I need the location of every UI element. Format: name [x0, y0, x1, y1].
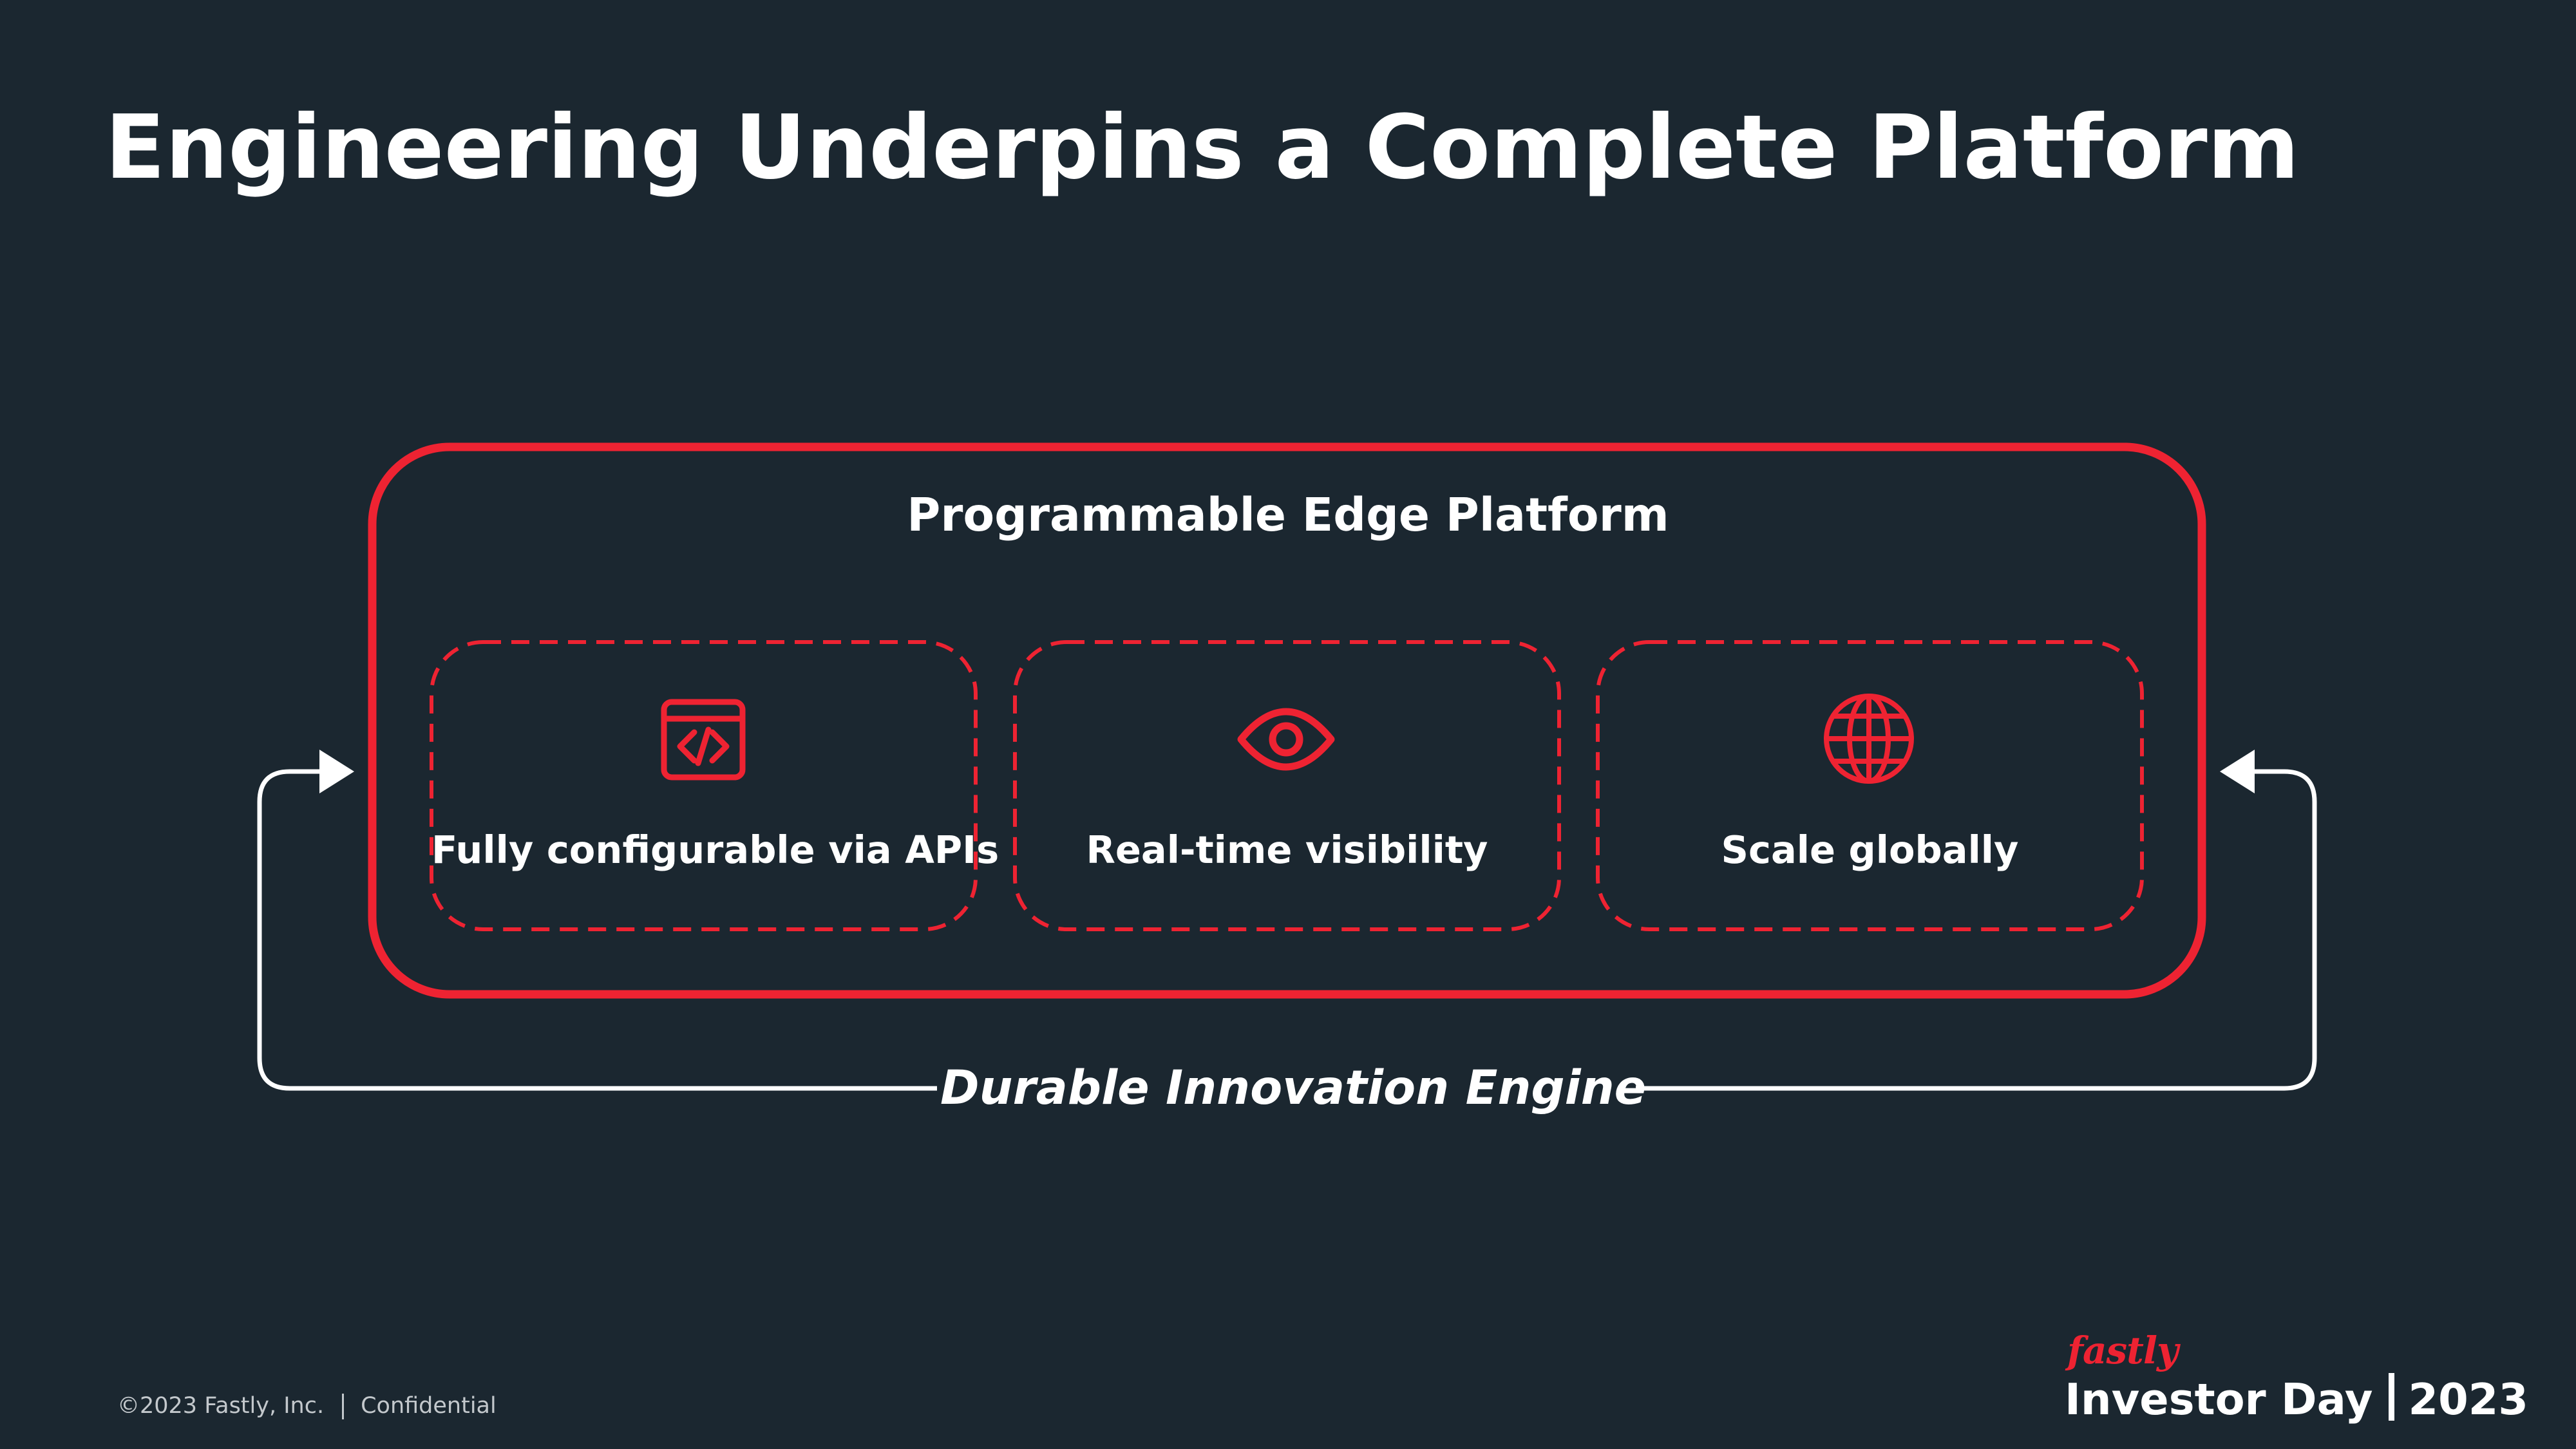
- code-window-icon: [661, 699, 746, 781]
- slide-title: Engineering Underpins a Complete Platfor…: [105, 97, 2300, 199]
- event-divider: [2388, 1373, 2394, 1421]
- card-box-visibility: [1013, 640, 1561, 931]
- footer-divider: [342, 1394, 345, 1419]
- eye-icon: [1237, 708, 1335, 771]
- event-name: Investor Day: [2065, 1374, 2373, 1425]
- confidential-text: Confidential: [361, 1393, 497, 1419]
- fastly-logo: fastly: [2067, 1329, 2179, 1372]
- card-label-apis: Fully configurable via APIs: [431, 828, 999, 872]
- card-box-apis: [430, 640, 978, 931]
- event-wordmark: Investor Day 2023: [2065, 1370, 2528, 1428]
- loop-line-left: [257, 769, 937, 1091]
- loop-label: Durable Innovation Engine: [940, 1061, 1647, 1115]
- platform-title: Programmable Edge Platform: [907, 488, 1669, 542]
- copyright-text: ©2023 Fastly, Inc.: [117, 1393, 325, 1419]
- event-year: 2023: [2408, 1374, 2528, 1425]
- arrow-left-icon: [2220, 750, 2255, 793]
- arrow-right-icon: [319, 750, 354, 793]
- loop-line-right: [1636, 769, 2317, 1091]
- card-label-visibility: Real-time visibility: [1086, 828, 1488, 872]
- card-label-scale: Scale globally: [1721, 828, 2019, 872]
- platform-box: [368, 442, 2206, 999]
- card-box-scale: [1596, 640, 2144, 931]
- footer-legal: ©2023 Fastly, Inc. Confidential: [117, 1391, 497, 1421]
- globe-icon: [1824, 694, 1914, 784]
